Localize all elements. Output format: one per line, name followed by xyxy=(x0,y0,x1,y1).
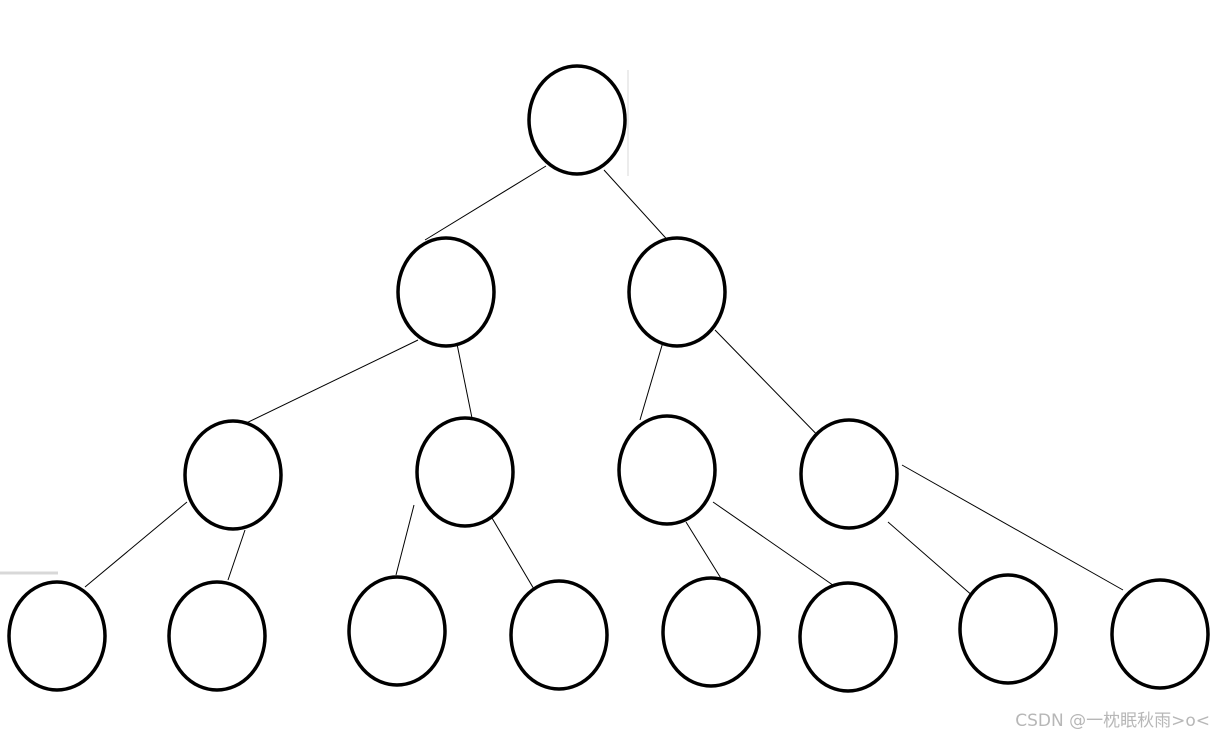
tree-node-leaf xyxy=(167,580,267,692)
tree-node xyxy=(396,236,496,348)
edge-l1a-left xyxy=(235,339,419,429)
tree-node-leaf xyxy=(798,581,898,693)
tree-node-leaf xyxy=(661,576,761,688)
edge-l1b-right xyxy=(714,329,831,449)
tree-nodes xyxy=(7,64,1210,693)
tree-edges xyxy=(84,165,1124,610)
edge-l1a-right xyxy=(456,343,473,419)
tree-node-leaf xyxy=(7,580,107,692)
tree-node-leaf xyxy=(347,575,447,687)
edge-root-right xyxy=(603,169,674,247)
edge-l1b-left xyxy=(639,341,664,421)
tree-node xyxy=(415,416,515,528)
tree-node xyxy=(799,418,899,530)
tree-node xyxy=(183,419,283,531)
edge-l2a-right xyxy=(227,529,246,581)
edge-l2b-right xyxy=(491,517,542,602)
tree-node xyxy=(627,236,727,348)
edge-l2a-left xyxy=(84,501,188,588)
edge-l2b-left xyxy=(395,504,415,576)
tree-node-leaf xyxy=(1110,578,1210,690)
tree-node-leaf xyxy=(958,573,1058,685)
edge-l2d-left xyxy=(887,521,983,605)
tree-node-leaf xyxy=(509,579,609,691)
tree-node xyxy=(617,414,717,526)
edge-root-left xyxy=(424,165,547,241)
edge-l2c-right xyxy=(712,501,841,591)
tree-node-root xyxy=(527,64,627,176)
edge-l2d-right xyxy=(901,464,1124,591)
watermark: CSDN @一枕眠秋雨>o< xyxy=(1015,711,1210,731)
